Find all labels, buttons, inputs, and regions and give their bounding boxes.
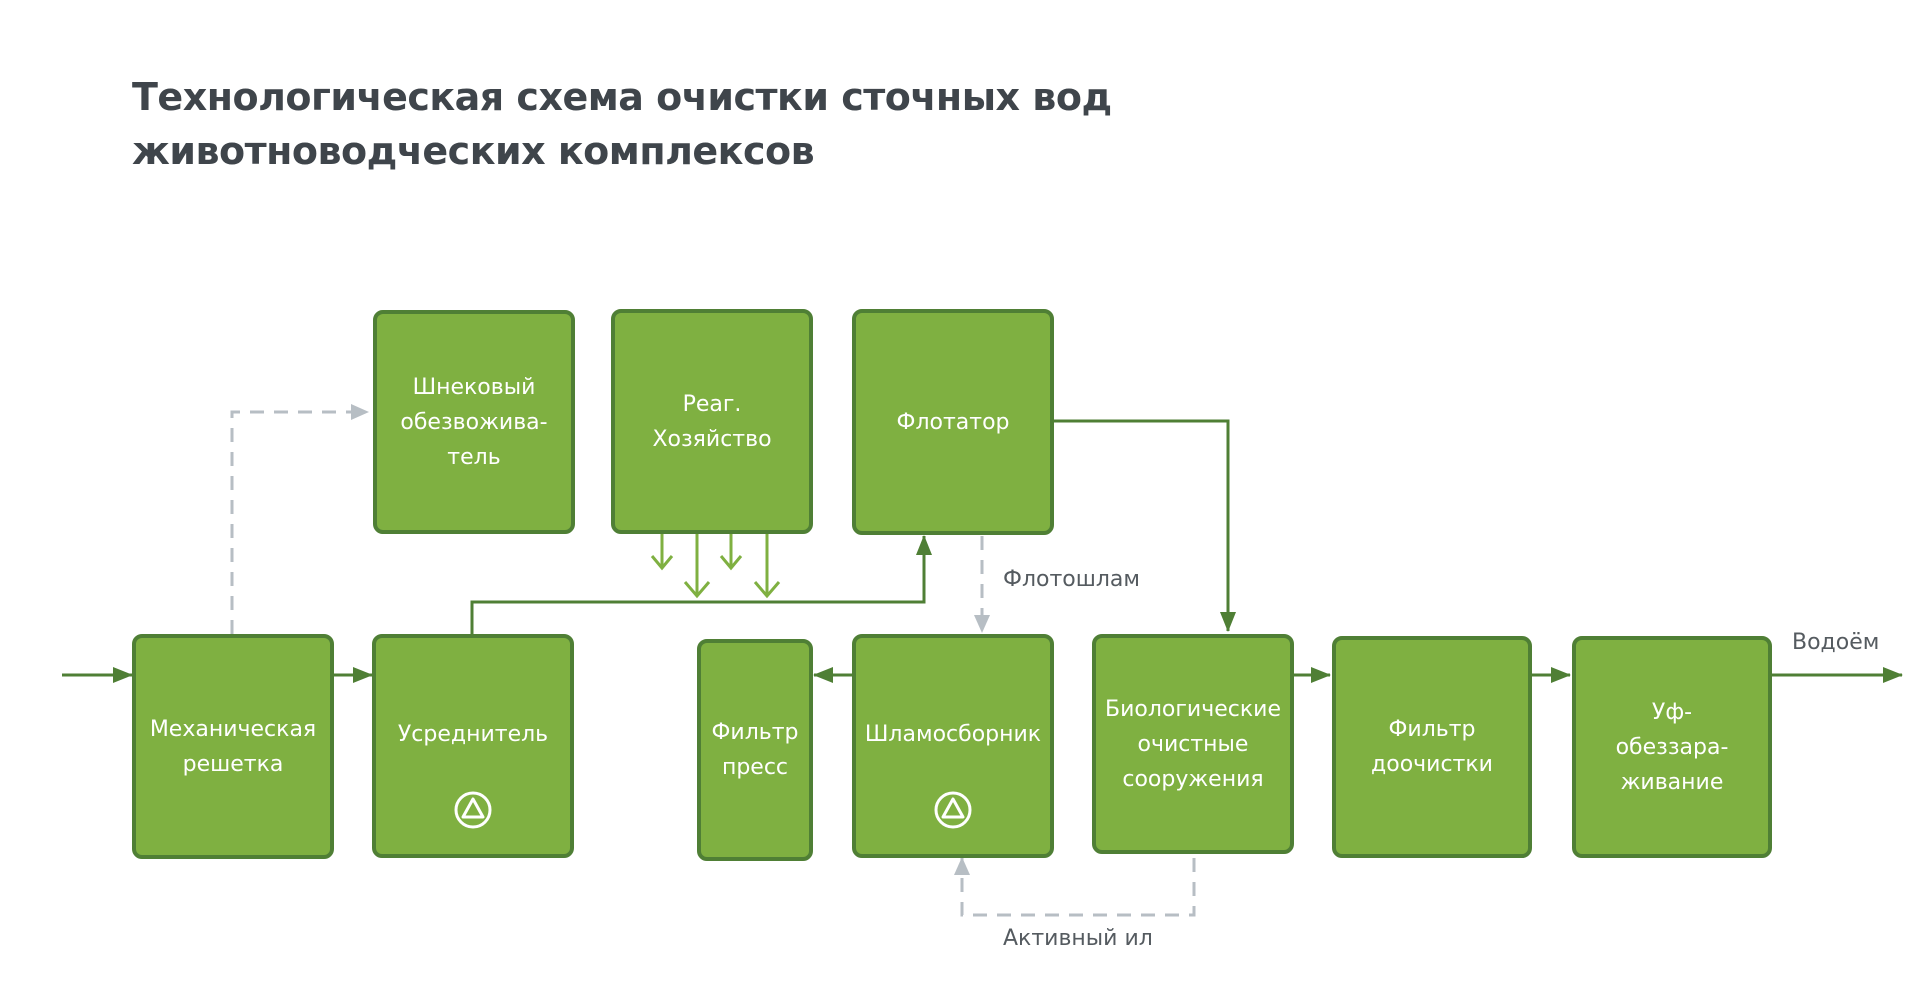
node-bio-treatment: Биологические очистные сооружения bbox=[1092, 634, 1294, 854]
node-post-filter: Фильтр доочистки bbox=[1332, 636, 1532, 858]
arrow-equalizer-to-flotator bbox=[470, 535, 932, 636]
node-sludge-collector: Шламосборник bbox=[852, 634, 1054, 858]
dashed-grate-to-screw bbox=[230, 404, 369, 634]
node-label: Реаг. Хозяйство bbox=[652, 391, 772, 452]
node-label: Фильтр пресс bbox=[711, 720, 799, 780]
label-flotation-sludge: Флотошлам bbox=[1003, 567, 1141, 592]
reagent-arrow-4 bbox=[753, 534, 781, 599]
node-equalizer: Усреднитель bbox=[372, 634, 574, 858]
node-flotator: Флотатор bbox=[852, 309, 1054, 535]
node-screw-dewaterer: Шнековый обезвожива- тель bbox=[373, 310, 575, 534]
pump-icon bbox=[934, 791, 972, 829]
node-label: Флотатор bbox=[896, 409, 1010, 435]
reagent-dosing-arrows bbox=[650, 534, 781, 599]
node-uv-disinfection: Уф- обеззара- живание bbox=[1572, 636, 1772, 858]
node-label: Шламосборник bbox=[864, 721, 1042, 747]
node-reagent-facility: Реаг. Хозяйство bbox=[611, 309, 813, 534]
pump-icon bbox=[454, 791, 492, 829]
node-label: Шнековый обезвожива- тель bbox=[400, 374, 548, 470]
reagent-arrow-1 bbox=[650, 534, 674, 571]
arrow-flotator-to-bio bbox=[1052, 419, 1236, 632]
node-label: Усреднитель bbox=[397, 721, 549, 747]
reagent-arrow-3 bbox=[719, 534, 743, 571]
node-label: Уф- обеззара- живание bbox=[1615, 699, 1729, 795]
node-label: Фильтр доочистки bbox=[1371, 717, 1493, 777]
node-mechanical-grate: Механическая решетка bbox=[132, 634, 334, 859]
reagent-arrow-2 bbox=[683, 534, 711, 599]
dashed-bio-to-collector bbox=[954, 857, 1196, 917]
node-label: Механическая решетка bbox=[149, 716, 317, 777]
label-reservoir: Водоём bbox=[1792, 630, 1880, 655]
diagram-title: Технологическая схема очистки сточных во… bbox=[132, 70, 1112, 178]
title-line-1: Технологическая схема очистки сточных во… bbox=[132, 75, 1112, 119]
node-filter-press: Фильтр пресс bbox=[697, 639, 813, 861]
label-active-sludge: Активный ил bbox=[1003, 926, 1153, 951]
node-label: Биологические очистные сооружения bbox=[1105, 696, 1281, 792]
title-line-2: животноводческих комплексов bbox=[132, 129, 815, 173]
